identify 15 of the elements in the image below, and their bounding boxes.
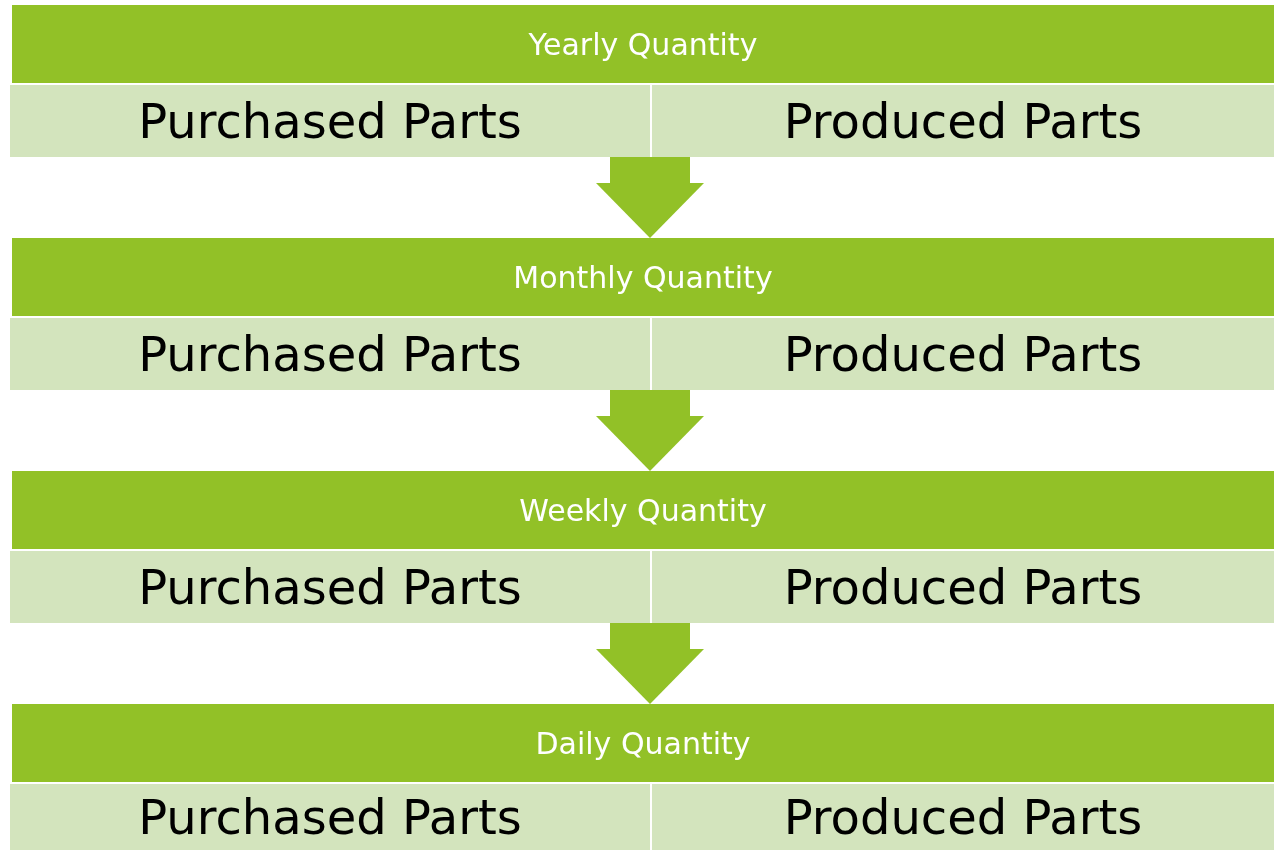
block-arrow	[596, 390, 704, 471]
block-arrow	[596, 623, 704, 704]
header-band: Yearly Quantity	[12, 5, 1274, 83]
table-cell: Purchased Parts	[10, 318, 650, 390]
header-band: Weekly Quantity	[12, 471, 1274, 549]
header-band: Monthly Quantity	[12, 238, 1274, 316]
table-cell: Produced Parts	[652, 784, 1274, 850]
table-cell: Purchased Parts	[10, 551, 650, 623]
table-cell: Produced Parts	[652, 318, 1274, 390]
table-cell: Produced Parts	[652, 85, 1274, 157]
table-cell: Purchased Parts	[10, 85, 650, 157]
table-cell: Produced Parts	[652, 551, 1274, 623]
table-cell: Purchased Parts	[10, 784, 650, 850]
header-band: Daily Quantity	[12, 704, 1274, 782]
block-arrow	[596, 157, 704, 238]
